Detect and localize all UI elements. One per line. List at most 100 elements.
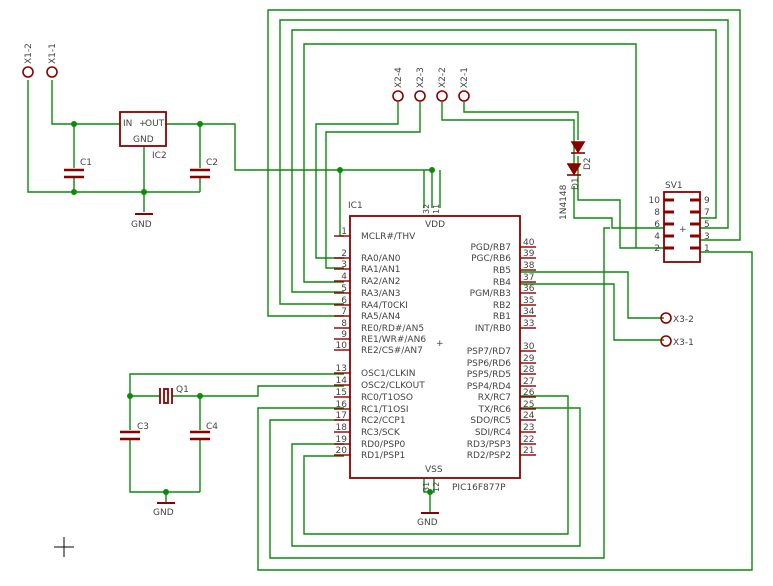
mcu-pin-number: 19 bbox=[336, 435, 348, 445]
wire-rd0 bbox=[291, 407, 581, 547]
mcu-pin-name: RC3/SCK bbox=[361, 428, 401, 438]
mcu-pin-number: 15 bbox=[336, 388, 347, 398]
x1-1-pad[interactable] bbox=[46, 66, 58, 78]
d1-part-label: 1N4148 bbox=[559, 184, 569, 220]
header-origin-mark: + bbox=[679, 225, 687, 235]
mcu-pin-number: 13 bbox=[336, 364, 347, 374]
wire-loop-3 bbox=[291, 29, 717, 293]
regulator-plus: + bbox=[139, 119, 147, 129]
x2-2-pad[interactable] bbox=[436, 90, 448, 102]
wire-x1-2 bbox=[27, 80, 200, 193]
header-name: SV1 bbox=[665, 181, 683, 191]
x3-2-label: X3-2 bbox=[673, 315, 694, 325]
x2-3-pad[interactable] bbox=[414, 90, 426, 102]
x3-2-pad[interactable] bbox=[660, 312, 672, 324]
regulator-ic2[interactable]: IN OUT + GND IC2 bbox=[119, 111, 167, 161]
capacitor-labels: C1 C2 C3 C4 bbox=[80, 158, 218, 432]
x2-4-pad[interactable] bbox=[392, 90, 404, 102]
wire-loop-4 bbox=[303, 43, 637, 283]
x2-1-pad[interactable] bbox=[458, 90, 470, 102]
mcu-pin-number: 16 bbox=[336, 400, 348, 410]
mcu-pin-number: 3 bbox=[341, 260, 347, 270]
regulator-name: IC2 bbox=[152, 151, 167, 161]
mcu-pin-number: 40 bbox=[523, 238, 535, 248]
mcu-pin-number: 37 bbox=[523, 273, 534, 283]
mcu-pin-number: 1 bbox=[341, 227, 347, 237]
mcu-pin-name: RD3/PSP3 bbox=[467, 440, 511, 450]
mcu-pin-name: RA1/AN1 bbox=[361, 265, 400, 275]
header-pin-number: 6 bbox=[654, 220, 660, 230]
capacitor-c2[interactable] bbox=[190, 168, 210, 179]
wire-osc2 bbox=[172, 385, 344, 397]
ground-labels: GND GND GND bbox=[131, 220, 438, 528]
mcu-pin-name: PSP5/RD5 bbox=[467, 370, 511, 380]
mcu-pin-name: PSP7/RD7 bbox=[467, 347, 511, 357]
d1-label: D1 bbox=[571, 177, 581, 190]
mcu-pin-number: 23 bbox=[523, 423, 534, 433]
regulator-body bbox=[119, 111, 167, 147]
wire-rc2 bbox=[269, 227, 610, 559]
wire-rc1 bbox=[257, 251, 753, 571]
junction bbox=[197, 393, 203, 399]
mcu-pin-number: 7 bbox=[341, 307, 347, 317]
mcu-pin-name: SDO/RC5 bbox=[470, 416, 511, 426]
mcu-vss-label: VSS bbox=[425, 465, 443, 475]
x1-2-pad[interactable] bbox=[22, 66, 34, 78]
mcu-pin-name: RA4/T0CKI bbox=[361, 301, 408, 311]
mcu-pin-name: RA5/AN4 bbox=[361, 312, 401, 322]
diode-d2[interactable] bbox=[570, 141, 586, 154]
mcu-pin-name: RA3/AN3 bbox=[361, 289, 400, 299]
junction bbox=[429, 167, 435, 173]
mcu-pin-name: RB1 bbox=[493, 312, 511, 322]
mcu-pin-number: 10 bbox=[336, 341, 348, 351]
mcu-body bbox=[349, 215, 521, 479]
capacitor-c1[interactable] bbox=[64, 168, 84, 179]
x3-1-pad[interactable] bbox=[660, 335, 672, 347]
mcu-pin-number: 38 bbox=[523, 261, 535, 271]
junction bbox=[197, 121, 203, 127]
junctions bbox=[71, 121, 435, 495]
regulator-in-label: IN bbox=[123, 119, 132, 129]
diode-d1[interactable] bbox=[566, 163, 582, 176]
d2-label: D2 bbox=[583, 157, 593, 170]
c1-label: C1 bbox=[80, 158, 92, 168]
capacitor-c3[interactable] bbox=[120, 430, 140, 441]
mcu-pin-number: 28 bbox=[523, 365, 535, 375]
mcu-pin-number: 17 bbox=[336, 411, 347, 421]
mcu-pin-name: RC1/T1OSI bbox=[361, 405, 409, 415]
wire-d1 bbox=[573, 186, 664, 229]
mcu-pin-number: 39 bbox=[523, 249, 535, 259]
x2-2-label: X2-2 bbox=[438, 67, 448, 88]
mcu-pin-name: OSC2/CLKOUT bbox=[361, 381, 425, 391]
header-pin-number: 2 bbox=[654, 244, 660, 254]
regulator-gnd-label: GND bbox=[133, 135, 154, 145]
mcu-pin-name: PSP4/RD4 bbox=[467, 382, 512, 392]
connector-pads bbox=[22, 66, 672, 347]
mcu-pin-number: 29 bbox=[523, 354, 535, 364]
mcu-pin-number: 24 bbox=[523, 411, 535, 421]
regulator-out-label: OUT bbox=[145, 119, 165, 129]
crystal-q1[interactable] bbox=[159, 388, 173, 404]
capacitor-c4[interactable] bbox=[190, 430, 210, 441]
mcu-part: PIC16F877P bbox=[452, 483, 506, 493]
mcu-vdd-label: VDD bbox=[425, 220, 445, 230]
mcu-pin-name: RC2/CCP1 bbox=[361, 416, 406, 426]
wire-osc1 bbox=[129, 373, 344, 493]
junction bbox=[71, 189, 77, 195]
mcu-origin-mark: + bbox=[436, 339, 444, 349]
mcu-pin-name: MCLR#/THV bbox=[361, 232, 416, 242]
mcu-pin-number: 18 bbox=[336, 423, 348, 433]
header-pin-number: 3 bbox=[704, 232, 710, 242]
